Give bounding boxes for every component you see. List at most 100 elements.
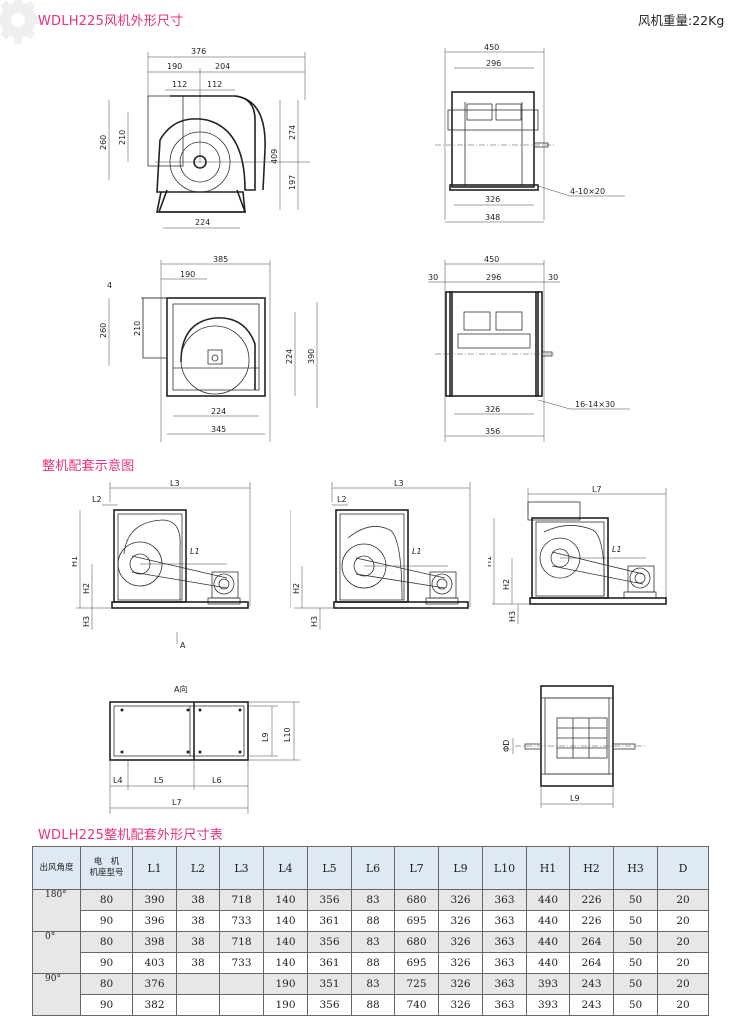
assembly-title: 整机配套示意图 [42,459,135,474]
header-L5: L5 [307,846,352,890]
table-cell: 20 [657,973,709,995]
dim-4: 4 [107,281,112,290]
table-row: 180° 80 390 38 718 140 356 83 680 326 36… [32,889,709,932]
table-cell: 326 [438,973,483,995]
a1-A: A [180,641,186,650]
table-cell: 440 [526,952,570,974]
table-cell: 382 [132,994,177,1016]
dim-296-flange: 296 [486,273,501,282]
table-cell: 361 [307,952,352,974]
table-cell: 83 [351,973,395,995]
angle-180: 180° [32,889,81,932]
table-row: 90 396 38 733 140 361 88 695 326 363 440… [33,910,709,932]
dim-30-right: 30 [548,273,558,282]
table-cell: 363 [482,910,527,932]
table-cell: 50 [613,910,658,932]
dim-390: 390 [307,349,316,364]
header-L10: L10 [482,846,527,890]
table-cell: 398 [132,931,177,953]
table-cell: 20 [657,910,709,932]
table-cell: 393 [526,994,570,1016]
table-cell: 80 [80,889,133,911]
table-cell: 140 [263,931,308,953]
top-L7: L7 [172,798,182,807]
table-cell: 38 [176,952,220,974]
table-cell: 264 [569,931,614,953]
table-cell: 356 [307,889,352,911]
table-cell: 243 [569,994,614,1016]
table-cell: 20 [657,889,709,911]
a2-L2: L2 [337,495,347,504]
table-cell: 190 [263,973,308,995]
table-cell: 140 [263,952,308,974]
dim-345: 345 [211,425,226,434]
header-L9: L9 [438,846,483,890]
a3-H1: H1 [488,556,493,567]
table-cell: 363 [482,931,527,953]
table-row: 90° 80 376 190 351 83 725 326 363 393 24… [32,973,709,1016]
table-cell: 440 [526,910,570,932]
dim-197: 197 [288,175,297,190]
table-cell: 243 [569,973,614,995]
top-L4: L4 [113,776,123,785]
a2-H3: H3 [310,616,319,627]
table-cell: 733 [219,910,264,932]
table-cell: 363 [482,973,527,995]
table-cell: 440 [526,931,570,953]
table-title: WDLH225整机配套外形尺寸表 [38,828,223,843]
dimension-table: 出风角度 电 机 机座型号 L1 L2 L3 L4 L5 L6 L7 L9 L1… [32,846,709,1016]
dim-348: 348 [485,213,500,222]
table-cell [219,973,264,995]
a2-L3: L3 [394,479,404,488]
header-L2: L2 [176,846,220,890]
table-cell [176,973,220,995]
table-cell: 50 [613,931,658,953]
header-L7: L7 [394,846,439,890]
dim-260-outlet: 260 [99,323,108,338]
table-cell [219,994,264,1016]
side-D: ΦD [502,740,511,752]
header-H2: H2 [569,846,614,890]
dim-385: 385 [213,255,228,264]
header-L1: L1 [132,846,177,890]
dim-190: 190 [167,62,182,71]
table-cell: 740 [394,994,439,1016]
table-cell: 20 [657,931,709,953]
dim-409: 409 [270,149,279,164]
gear-logo-icon [0,0,40,44]
a1-H2: H2 [82,583,91,594]
table-cell: 80 [80,973,133,995]
table-cell: 393 [526,973,570,995]
table-cell: 226 [569,889,614,911]
table-cell: 326 [438,931,483,953]
table-cell: 20 [657,952,709,974]
top-view-drawing: A向 L9 L10 L4 L5 L6 L7 [109,684,300,814]
table-cell: 363 [482,889,527,911]
table-cell: 83 [351,931,395,953]
table-cell: 90 [80,952,133,974]
table-row: 90 382 190 356 88 740 326 363 393 243 50… [33,994,709,1016]
side-L9: L9 [570,794,580,803]
a3-L1: L1 [612,545,622,554]
fan-flange-view-drawing: 450 30 296 30 326 356 16-14×30 [428,255,630,442]
table-cell: 695 [394,910,439,932]
table-cell: 20 [657,994,709,1016]
assembly-180-drawing: L3 L2 L1 H1 H2 H3 A [72,479,251,650]
table-cell: 356 [307,994,352,1016]
dim-274: 274 [288,125,297,140]
table-cell: 50 [613,994,658,1016]
table-cell: 695 [394,952,439,974]
dim-224: 224 [195,218,210,227]
header-H3: H3 [613,846,658,890]
header-angle: 出风角度 [32,846,81,890]
a2-H2: H2 [292,583,301,594]
fan-front-view-drawing: 450 296 326 348 4-10×20 [435,43,625,223]
table-cell: 38 [176,931,220,953]
header-D: D [657,846,709,890]
top-L9: L9 [261,732,270,742]
table-row: 90 403 38 733 140 361 88 695 326 363 440… [33,952,709,974]
angle-90: 90° [32,973,81,1016]
table-cell: 326 [438,910,483,932]
dim-356: 356 [485,427,500,436]
table-cell: 725 [394,973,439,995]
